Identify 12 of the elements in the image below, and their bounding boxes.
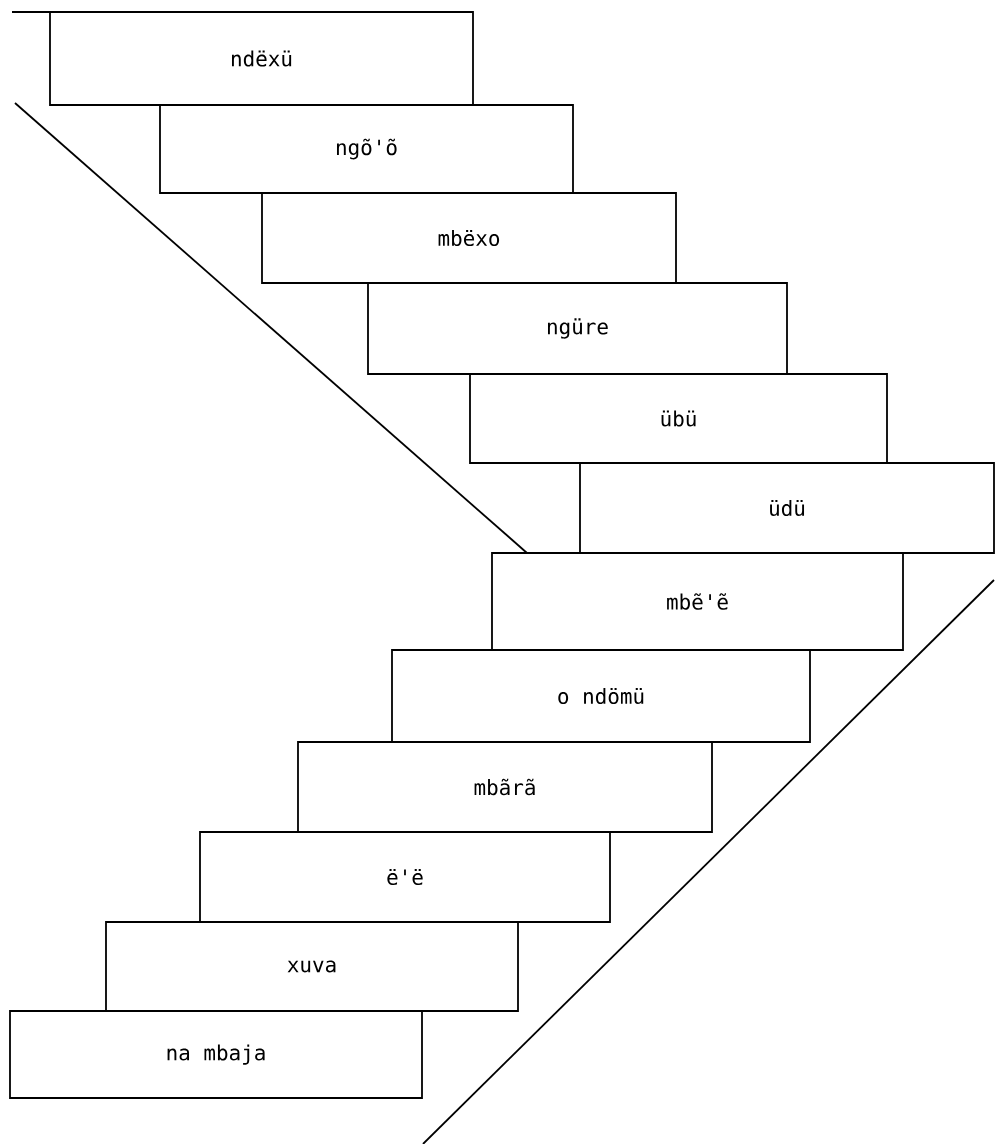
step-box: ngõ'õ [159, 104, 574, 194]
step-box: xuva [105, 921, 519, 1012]
step-box: mbãrã [297, 741, 713, 833]
step-box: mbẽ'ẽ [491, 552, 904, 651]
step-box: üdü [579, 462, 995, 554]
step-box: ngüre [367, 282, 788, 375]
step-box: ë'ë [199, 831, 611, 923]
step-box: o ndömü [391, 649, 811, 743]
step-box: ndëxü [49, 11, 474, 106]
step-box: mbëxo [261, 192, 677, 284]
step-box: na mbaja [9, 1010, 423, 1099]
step-box: übü [469, 373, 888, 464]
